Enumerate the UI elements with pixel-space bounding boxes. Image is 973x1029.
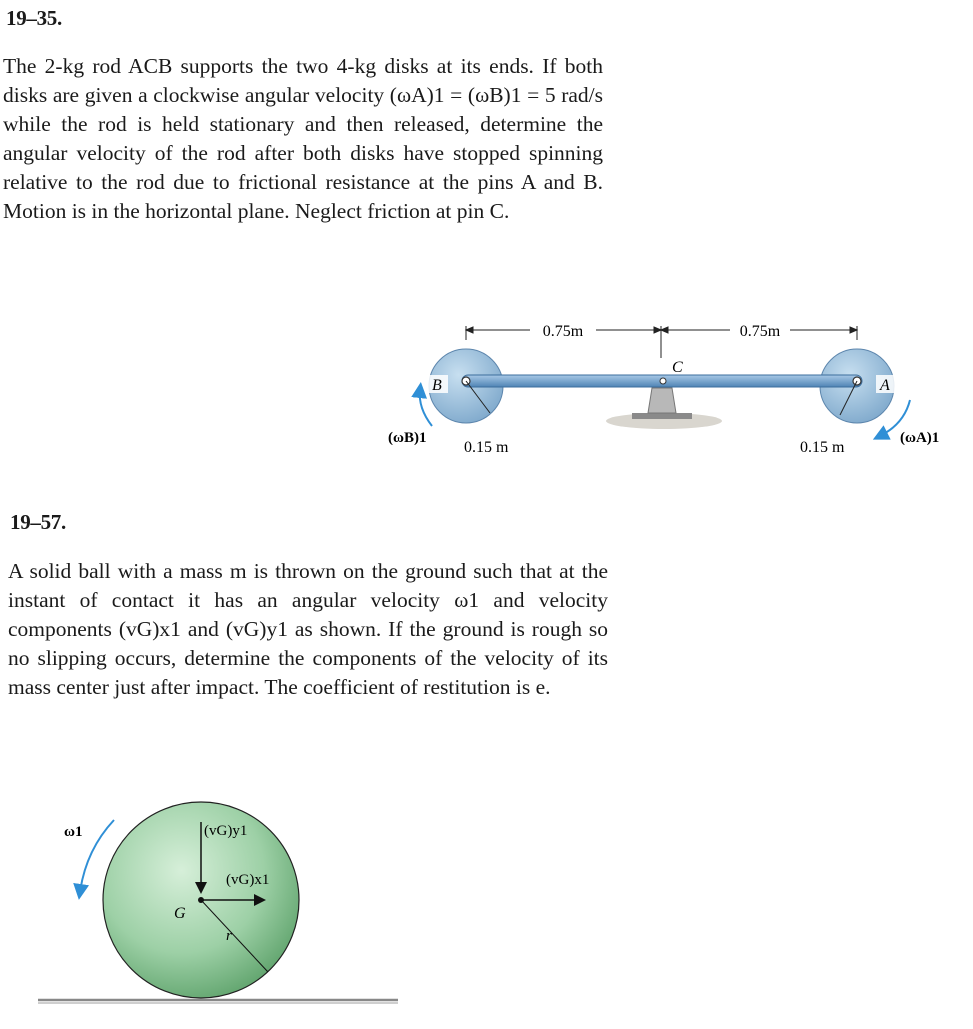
label-a: A	[879, 377, 890, 394]
radius-line-b	[465, 380, 491, 414]
p1-line-5: after both disks have stopped spinning r…	[3, 141, 604, 194]
problem-19-35-number: 19–35.	[6, 6, 62, 30]
p1-line-3: (ωA)1 = (ωB)1 = 5 rad/s while the rod is…	[3, 83, 603, 136]
p2-line-3: velocity components (vG)x1 and (vG)y1 as…	[8, 588, 609, 641]
radius-line-a	[839, 380, 858, 416]
label-g: G	[174, 905, 186, 922]
p1-line-4: and then released, determine the angular…	[3, 112, 603, 165]
rod-disk-diagram: 0.75m 0.75m B A C 0.15 m 0.15 m (ω	[388, 323, 939, 456]
omega-b-label: (ωB)1	[388, 430, 426, 446]
omega-label: ω1	[64, 824, 82, 840]
rod-disk-figure: 0.75m 0.75m B A C 0.15 m 0.15 m (ω	[380, 318, 973, 468]
omega-a-label: (ωA)1	[900, 430, 939, 446]
p2-line-2: at the instant of contact it has an angu…	[8, 559, 608, 612]
vy-label: (vG)y1	[204, 823, 247, 839]
omega-a-arrow	[872, 399, 911, 440]
p1-line-6: due to frictional resistance at the pins…	[3, 170, 603, 223]
p1-line-7: the horizontal plane. Neglect friction a…	[113, 199, 510, 223]
omega-arrow	[73, 819, 115, 900]
label-b: B	[432, 377, 442, 394]
pin-c-support	[632, 387, 692, 419]
ball-figure: ω1 (vG)y1 (vG)x1 G r	[30, 800, 410, 1024]
p2-line-4: ground is rough so no slipping occurs, d…	[8, 617, 608, 670]
dimension-right-label: 0.75m	[740, 323, 781, 340]
vx-label: (vG)x1	[226, 872, 269, 888]
p2-line-6: impact. The coefficient of restitution i…	[195, 675, 551, 699]
problem-19-57-number: 19–57.	[10, 510, 66, 534]
problem-19-35-text: The 2-kg rod ACB supports the two 4-kg d…	[3, 52, 603, 226]
radius-a-label: 0.15 m	[800, 439, 845, 456]
p1-line-1: The 2-kg rod ACB supports the two 4-kg d…	[3, 54, 557, 78]
problem-19-57-text: A solid ball with a mass m is thrown on …	[8, 557, 608, 702]
ball-diagram: ω1 (vG)y1 (vG)x1 G r	[38, 801, 398, 1004]
label-r: r	[226, 928, 232, 944]
pin-c	[659, 377, 667, 385]
label-c: C	[672, 359, 683, 376]
radius-line	[200, 899, 269, 973]
p2-line-5: components of the velocity of its mass c…	[8, 646, 609, 699]
dimension-left-label: 0.75m	[543, 323, 584, 340]
p1-line-2: both disks are given a clockwise angular…	[3, 54, 604, 107]
dimension-lines	[464, 326, 859, 358]
radius-b-label: 0.15 m	[464, 439, 509, 456]
p2-line-1: A solid ball with a mass m is thrown on …	[8, 559, 552, 583]
omega-b-arrow	[411, 382, 433, 427]
